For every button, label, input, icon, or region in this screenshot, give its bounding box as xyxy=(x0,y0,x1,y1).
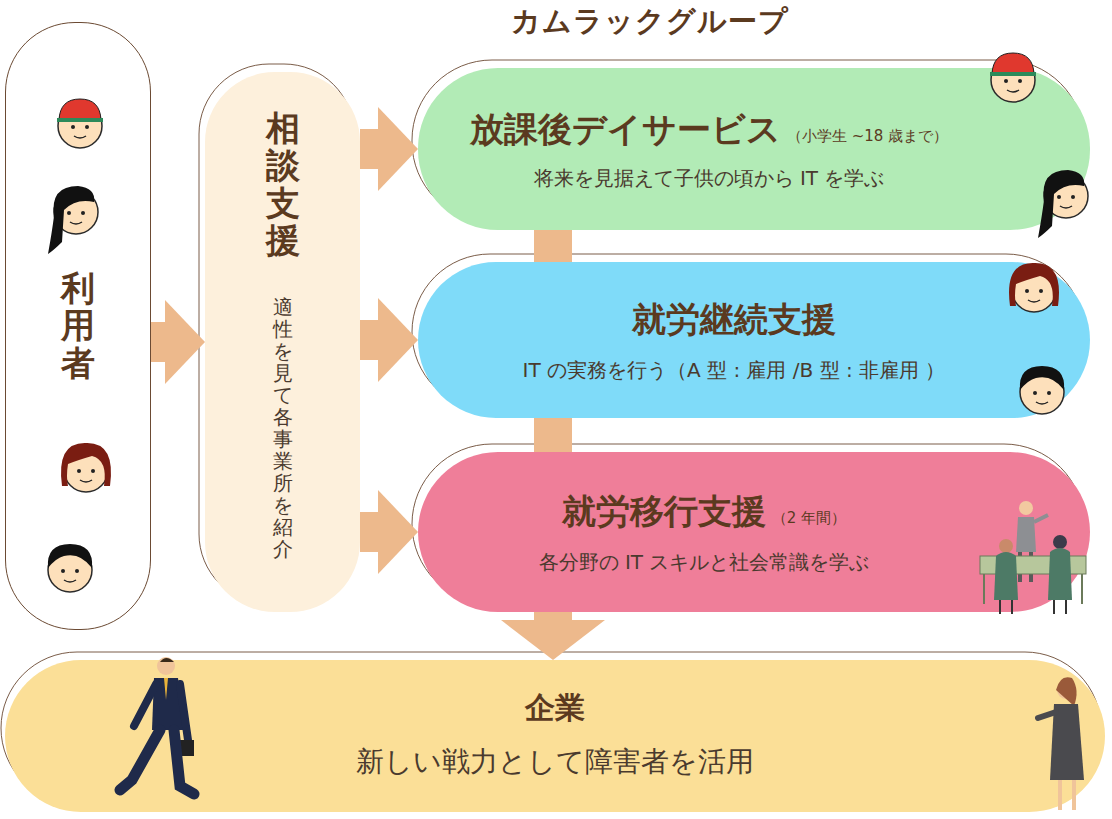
arrow-head xyxy=(165,300,205,384)
box-heading: 企業 xyxy=(525,688,585,729)
text-row: 相談支援 xyxy=(266,110,300,260)
arrow-shaft xyxy=(360,129,378,169)
service-box: 企業新しい戦力として障害者を活用 xyxy=(5,660,1105,812)
arrow-head xyxy=(378,298,418,382)
diagram-title: カムラックグループ xyxy=(0,2,1112,42)
box-heading: 放課後デイサービス xyxy=(470,107,781,153)
box-body: 将来を見据えて子供の頃から IT を学ぶ xyxy=(534,165,885,192)
service-box: 放課後デイサービス （小学生 ~18 歳まで） 将来を見据えて子供の頃から IT を… xyxy=(418,68,1090,230)
user-label: 利用者 xyxy=(61,270,95,382)
service-box: 就労移行支援 （2 年間） 各分野の IT スキルと社会常識を学ぶ xyxy=(418,452,1090,612)
text-row: 企業 xyxy=(525,688,585,729)
text-row: 利用者 xyxy=(61,270,95,382)
text-row: 就労移行支援 （2 年間） xyxy=(562,489,846,535)
box-body: 適性を見て各事業所を紹介 xyxy=(273,296,293,560)
arrow-shaft xyxy=(534,612,572,620)
user-column: 利用者 xyxy=(5,22,151,630)
arrow-head xyxy=(501,620,605,660)
text-row: 将来を見据えて子供の頃から IT を学ぶ xyxy=(534,165,885,192)
service-box: 就労継続支援 IT の実務を行う（A 型 : 雇用 /B 型 : 非雇用 ） xyxy=(418,262,1090,418)
box-body: IT の実務を行う（A 型 : 雇用 /B 型 : 非雇用 ） xyxy=(523,357,946,384)
flow-arrow xyxy=(360,107,418,191)
text-row: 放課後デイサービス （小学生 ~18 歳まで） xyxy=(470,107,948,153)
arrow-head xyxy=(378,490,418,574)
arrow-shaft xyxy=(534,230,572,262)
box-heading: 就労継続支援 xyxy=(632,297,836,343)
arrow-shaft xyxy=(360,320,378,360)
consultation-box: 相談支援適性を見て各事業所を紹介 xyxy=(205,72,360,612)
flow-arrow xyxy=(360,298,418,382)
box-heading: 就労移行支援 xyxy=(562,489,766,535)
flow-arrow xyxy=(501,612,605,660)
arrow-shaft xyxy=(151,322,165,362)
text-row: IT の実務を行う（A 型 : 雇用 /B 型 : 非雇用 ） xyxy=(523,357,946,384)
box-heading: 相談支援 xyxy=(266,110,300,260)
arrow-head xyxy=(378,107,418,191)
age-note: （小学生 ~18 歳まで） xyxy=(787,127,948,146)
text-row: 適性を見て各事業所を紹介 xyxy=(273,296,293,560)
flow-arrow xyxy=(151,300,205,384)
box-body: 各分野の IT スキルと社会常識を学ぶ xyxy=(539,549,870,576)
text-row: 各分野の IT スキルと社会常識を学ぶ xyxy=(539,549,870,576)
arrow-shaft xyxy=(534,418,572,452)
flow-arrow xyxy=(360,490,418,574)
text-row: 就労継続支援 xyxy=(632,297,836,343)
box-body: 新しい戦力として障害者を活用 xyxy=(356,743,754,781)
text-row: 新しい戦力として障害者を活用 xyxy=(356,743,754,781)
period-note: （2 年間） xyxy=(772,509,846,528)
flow-arrow xyxy=(553,230,554,262)
flow-arrow xyxy=(553,418,554,452)
arrow-shaft xyxy=(360,512,378,552)
